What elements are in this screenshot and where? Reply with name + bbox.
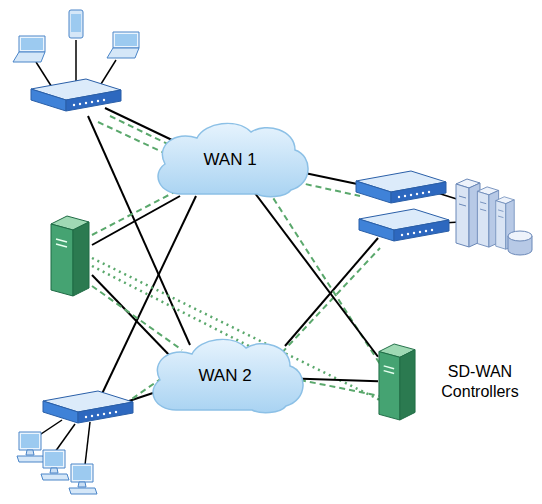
phone-body <box>69 10 83 38</box>
controller-label: SD-WAN Controllers <box>428 362 532 402</box>
access-link <box>75 40 77 86</box>
controller-server <box>378 340 416 424</box>
router-icon <box>31 79 121 111</box>
wan-link <box>285 238 378 346</box>
wan-link <box>253 190 378 357</box>
phone-screen <box>71 14 81 32</box>
disk-top <box>508 231 532 241</box>
server-icon <box>456 179 480 247</box>
access-link <box>85 422 90 465</box>
storage-icon <box>508 231 532 255</box>
router-icon <box>359 209 449 241</box>
phone-icon <box>69 10 83 38</box>
wan-cloud: WAN 2 <box>140 334 310 418</box>
laptop-icon <box>13 36 45 62</box>
router-icon <box>356 171 446 203</box>
router-icon <box>43 391 133 423</box>
laptop-icon <box>107 32 139 58</box>
controller-server <box>51 216 89 296</box>
wan-link <box>105 108 172 140</box>
controller-node: SD-WAN Controllers <box>376 340 536 426</box>
wan-link <box>300 172 362 185</box>
overlay-link <box>275 248 380 360</box>
access-link <box>55 424 75 452</box>
wan-link <box>92 196 180 245</box>
pc-icon <box>41 450 69 480</box>
pc-icon <box>17 432 45 462</box>
network-label: WAN 2 <box>140 334 310 418</box>
network-label: WAN 1 <box>145 118 315 202</box>
server-icon <box>379 344 415 420</box>
wan-link <box>92 275 172 358</box>
overlay-link <box>296 182 360 196</box>
device-links <box>32 40 460 465</box>
wan-cloud: WAN 1 <box>145 118 315 202</box>
wan-link <box>295 378 378 381</box>
pc-icon <box>69 464 97 494</box>
